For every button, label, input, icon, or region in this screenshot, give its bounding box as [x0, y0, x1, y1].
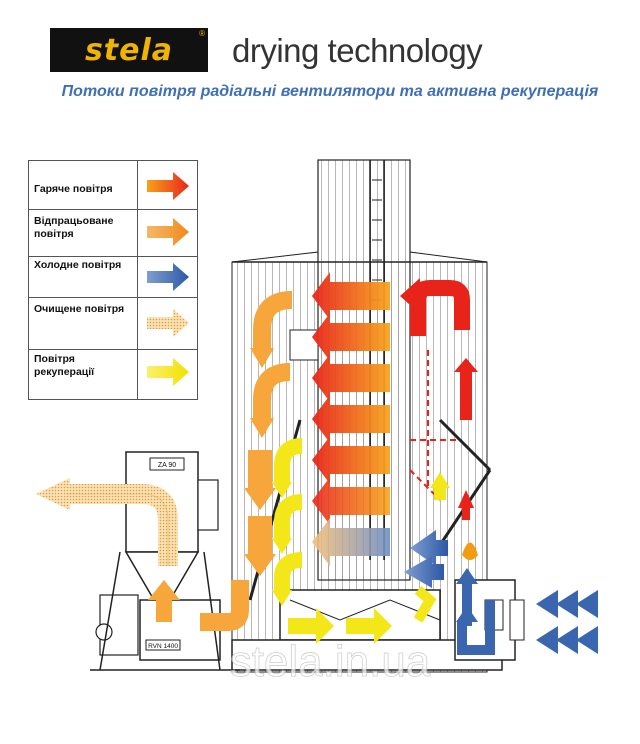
hot-air-arrows [312, 272, 478, 566]
legend-label-cleaned: Очищене повітря [34, 303, 125, 315]
legend-row-cleaned: Очищене повітря [29, 297, 197, 350]
stela-logo: stela ® [50, 28, 208, 72]
hot-arrow-6 [312, 477, 390, 525]
recup-loop-2 [274, 494, 303, 540]
cold-loop [457, 600, 495, 655]
cold-arrow-2 [404, 556, 444, 588]
exhaust-loop-mid [253, 363, 291, 420]
legend-label-cold: Холодне повітря [34, 259, 122, 271]
cleaned-air-arrow-icon [147, 309, 189, 337]
separator-plate: ZA 90 [158, 462, 176, 469]
legend-row-exhaust: Відпрацьоване повітря [29, 209, 197, 257]
cold-chevron-2 [556, 590, 578, 618]
diagram-subtitle: Потоки повітря радіальні вентилятори та … [61, 83, 599, 100]
cold-chevron-6 [536, 626, 558, 654]
recup-loop-1 [274, 438, 303, 484]
cold-chevron-3 [536, 590, 558, 618]
recup-bottom-1 [288, 608, 334, 644]
exhaust-loop-top [253, 291, 293, 350]
cold-chevron-5 [556, 626, 578, 654]
cold-air-arrows [404, 530, 598, 655]
watermark: stela.in.ua [230, 637, 431, 686]
legend-row-cold: Холодне повітря [29, 256, 197, 298]
recup-bottom-2 [346, 608, 392, 644]
hot-top-loop-head [400, 278, 420, 314]
hot-arrow-2 [312, 313, 390, 361]
exhaust-column-1 [248, 450, 272, 490]
hot-air-arrow-icon [147, 172, 189, 200]
logo-text: stela [84, 32, 174, 68]
legend-label-recuperation: Повітря рекуперації [34, 353, 95, 378]
hot-riser-arrow [454, 358, 478, 420]
fan-plate: RVN 1400 [148, 643, 178, 650]
cold-arrow-1 [410, 530, 448, 566]
registered-mark: ® [199, 29, 205, 38]
burner-flame-icon [462, 542, 478, 560]
legend-label-exhaust: Відпрацьоване повітря [34, 215, 114, 240]
mixed-arrow [312, 518, 390, 566]
recuperation-air-arrows [272, 438, 450, 644]
legend: Гаряче повітря Відпрацьоване повітря Хол… [28, 160, 198, 400]
hot-arrow-4 [312, 395, 390, 443]
cold-air-arrow-icon [147, 263, 189, 291]
cold-chevron-4 [576, 626, 598, 654]
legend-label-hot: Гаряче повітря [34, 183, 113, 195]
legend-row-recuperation: Повітря рекуперації [29, 349, 197, 399]
exhaust-air-arrow-icon [147, 218, 189, 246]
exhaust-air-arrows [148, 291, 293, 631]
exhaust-fan-arrow [148, 580, 180, 622]
hot-arrow-1 [312, 272, 390, 320]
recup-up-arrow [430, 472, 450, 500]
hot-arrow-3 [312, 354, 390, 402]
hot-arrow-5 [312, 436, 390, 484]
exhaust-column-2 [248, 516, 272, 556]
recuperation-air-arrow-icon [147, 358, 189, 386]
cleaned-air-arrow [36, 478, 178, 566]
exhaust-to-fan [200, 580, 249, 631]
recup-loop-3 [274, 552, 303, 592]
hot-burner-arrow [458, 490, 474, 520]
cold-chevron-1 [576, 590, 598, 618]
tagline: drying technology [232, 32, 483, 69]
cold-riser-1 [462, 582, 472, 626]
legend-row-hot: Гаряче повітря [29, 161, 197, 210]
